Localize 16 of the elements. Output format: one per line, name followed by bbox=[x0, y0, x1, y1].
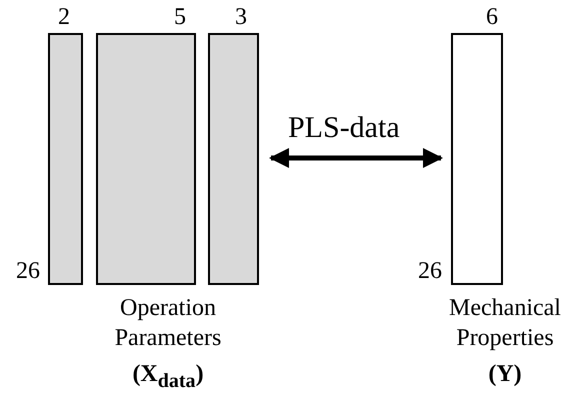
dimension-number: 26 bbox=[16, 258, 40, 284]
matrix-caption: (Y) bbox=[487, 360, 523, 389]
dimension-number: 5 bbox=[174, 4, 186, 30]
dimension-number: 26 bbox=[418, 258, 442, 284]
matrix-bar bbox=[208, 33, 259, 285]
matrix-caption: Mechanical Properties bbox=[448, 294, 562, 353]
dimension-number: 3 bbox=[235, 4, 247, 30]
edge-label: PLS-data bbox=[288, 111, 400, 145]
matrix-caption: (X$_{data}$) bbox=[131, 360, 205, 394]
matrix-bar bbox=[48, 33, 83, 285]
dimension-number: 2 bbox=[58, 4, 70, 30]
matrix-caption: Operation Parameters bbox=[114, 294, 222, 353]
matrix-bar bbox=[96, 33, 196, 285]
dimension-number: 6 bbox=[486, 4, 498, 30]
matrix-bar bbox=[451, 33, 503, 285]
double-arrow bbox=[269, 148, 443, 168]
